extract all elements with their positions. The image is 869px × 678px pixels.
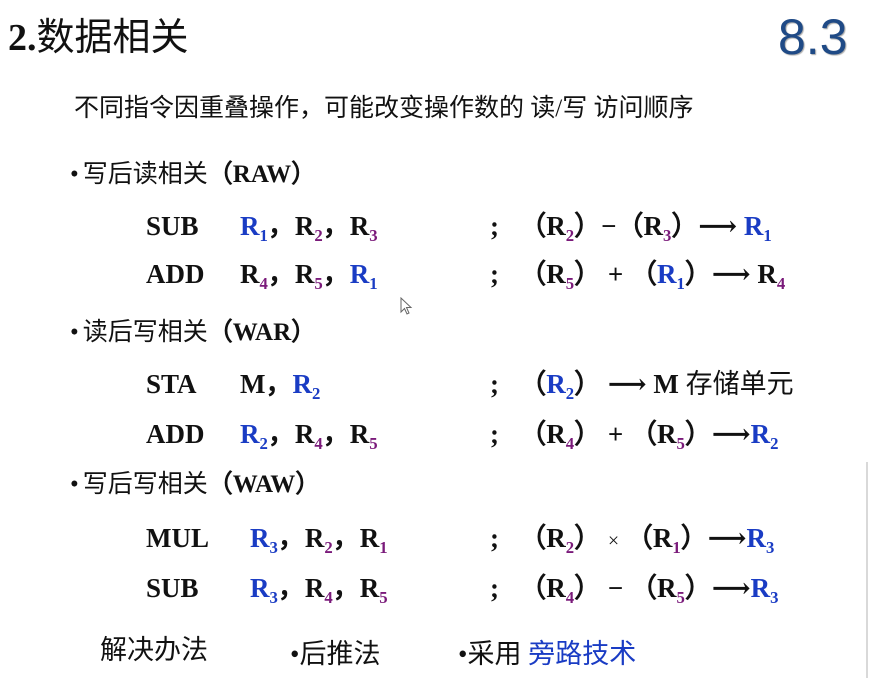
arrow-icon: ⟶ [707, 523, 747, 553]
register-operand: R2 [292, 369, 321, 403]
bullet-icon: • [290, 639, 300, 669]
arrow-icon: ⟶ [607, 369, 647, 399]
section-heading-raw: •写后读相关（RAW） [70, 158, 316, 192]
comment-sub-waw: ; （R4） − （R5）⟶R3 [490, 573, 779, 607]
register-operand: R5 [349, 419, 378, 453]
register-operand: R4 [294, 419, 323, 453]
register-operand: R3 [250, 523, 278, 557]
title-text: 数据相关 [36, 17, 189, 59]
bullet-icon: • [458, 639, 468, 669]
register-operand: R2 [304, 523, 333, 557]
comment-add-war: ; （R4） + （R5）⟶R2 [490, 419, 779, 453]
arrow-icon: ⟶ [711, 419, 751, 449]
comment-mul-waw: ; （R2） × （R1）⟶R3 [490, 523, 775, 557]
arrow-icon: ⟶ [698, 211, 738, 241]
intro-text: 不同指令因重叠操作，可能改变操作数的 读/写 访问顺序 [74, 95, 694, 122]
bullet-icon: • [70, 319, 79, 346]
section-heading-waw: •写后写相关（WAW） [70, 468, 320, 502]
edge-divider [866, 462, 868, 678]
section-heading-war: •读后写相关（WAR） [70, 316, 316, 350]
register-operand: R4 [240, 259, 268, 293]
arrow-icon: ⟶ [711, 259, 751, 289]
solution-method-1: •后推法 [290, 639, 381, 669]
register-operand: R4 [304, 573, 333, 607]
page-title: 2.数据相关 [8, 14, 189, 62]
register-operand: R1 [349, 259, 378, 293]
section-number: 8.3 [778, 9, 848, 65]
solution-method-2: •采用 旁路技术 [458, 639, 637, 669]
register-operand: R2 [240, 419, 268, 453]
register-operand: R3 [349, 211, 378, 245]
comment-sta-war: ; （R2） ⟶ M 存储单元 [490, 369, 794, 403]
register-operand: R2 [294, 211, 323, 245]
comment-add-raw: ; （R5） + （R1）⟶ R4 [490, 259, 786, 293]
solution-label: 解决办法 [100, 635, 208, 665]
mouse-cursor-icon [400, 296, 414, 317]
bullet-icon: • [70, 161, 79, 188]
register-operand: R3 [250, 573, 278, 607]
bypass-technique-highlight: 旁路技术 [528, 639, 637, 669]
register-operand: R5 [359, 573, 388, 607]
title-number: 2. [8, 17, 37, 59]
arrow-icon: ⟶ [711, 573, 751, 603]
bullet-icon: • [70, 471, 79, 498]
register-operand: R5 [294, 259, 323, 293]
register-operand: R1 [359, 523, 388, 557]
register-operand: R1 [240, 211, 268, 245]
comment-sub-raw: ; （R2）−（R3）⟶ R1 [490, 211, 772, 245]
